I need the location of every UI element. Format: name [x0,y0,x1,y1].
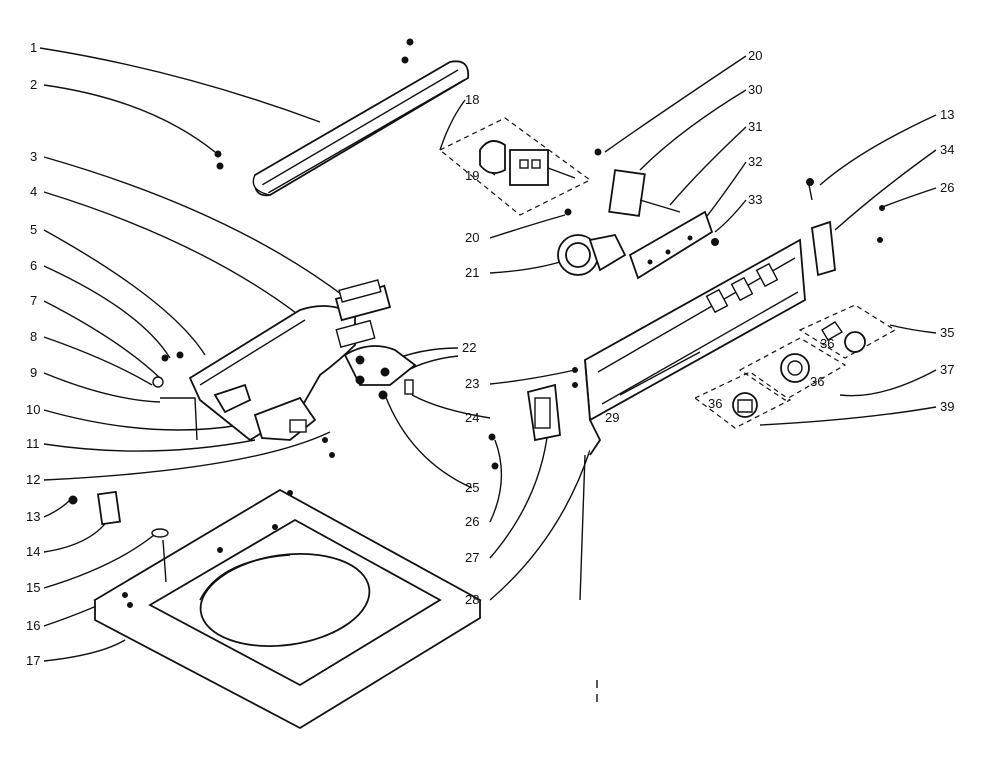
callout-30: 30 [748,82,762,97]
callout-5: 5 [30,222,37,237]
callout-24: 24 [465,410,479,425]
callout-36b: 36 [810,374,824,389]
callout-34: 34 [940,142,954,157]
callout-37: 37 [940,362,954,377]
callout-1: 1 [30,40,37,55]
callout-36c: 36 [708,396,722,411]
callout-25: 25 [465,480,479,495]
callout-11: 11 [26,436,40,451]
control-console [488,238,806,601]
callout-13a: 13 [26,509,40,524]
top-trim-strip [214,38,470,197]
callout-14: 14 [26,544,40,559]
callout-6: 6 [30,258,37,273]
switch-group [438,117,627,276]
callout-3: 3 [30,149,37,164]
callout-labels: 1 2 3 4 5 6 7 8 9 10 11 12 13 14 15 16 1… [26,40,954,668]
callout-36a: 36 [820,336,834,351]
callout-9: 9 [30,365,37,380]
callout-18: 18 [465,92,479,107]
callout-22: 22 [462,340,476,355]
callout-39: 39 [940,399,954,414]
callout-20a: 20 [748,48,762,63]
callout-13b: 13 [940,107,954,122]
lid-hinge-assembly [152,279,417,458]
callout-28: 28 [465,592,479,607]
callout-7: 7 [30,293,37,308]
callout-4: 4 [30,184,37,199]
callout-32: 32 [748,154,762,169]
callout-27: 27 [465,550,479,565]
top-panel-frame [68,488,482,730]
callout-10: 10 [26,402,40,417]
callout-29: 29 [605,410,619,425]
callout-17: 17 [26,653,40,668]
callout-19: 19 [465,168,479,183]
callout-2: 2 [30,77,37,92]
knob-groups [693,304,897,429]
callout-33: 33 [748,192,762,207]
callout-31: 31 [748,119,762,134]
callout-26b: 26 [940,180,954,195]
callout-23: 23 [465,376,479,391]
control-bracket-parts [608,169,885,280]
callout-35: 35 [940,325,954,340]
callout-12: 12 [26,472,40,487]
callout-15: 15 [26,580,40,595]
callout-21: 21 [465,265,479,280]
callout-26a: 26 [465,514,479,529]
callout-16: 16 [26,618,40,633]
callout-20b: 20 [465,230,479,245]
callout-8: 8 [30,329,37,344]
